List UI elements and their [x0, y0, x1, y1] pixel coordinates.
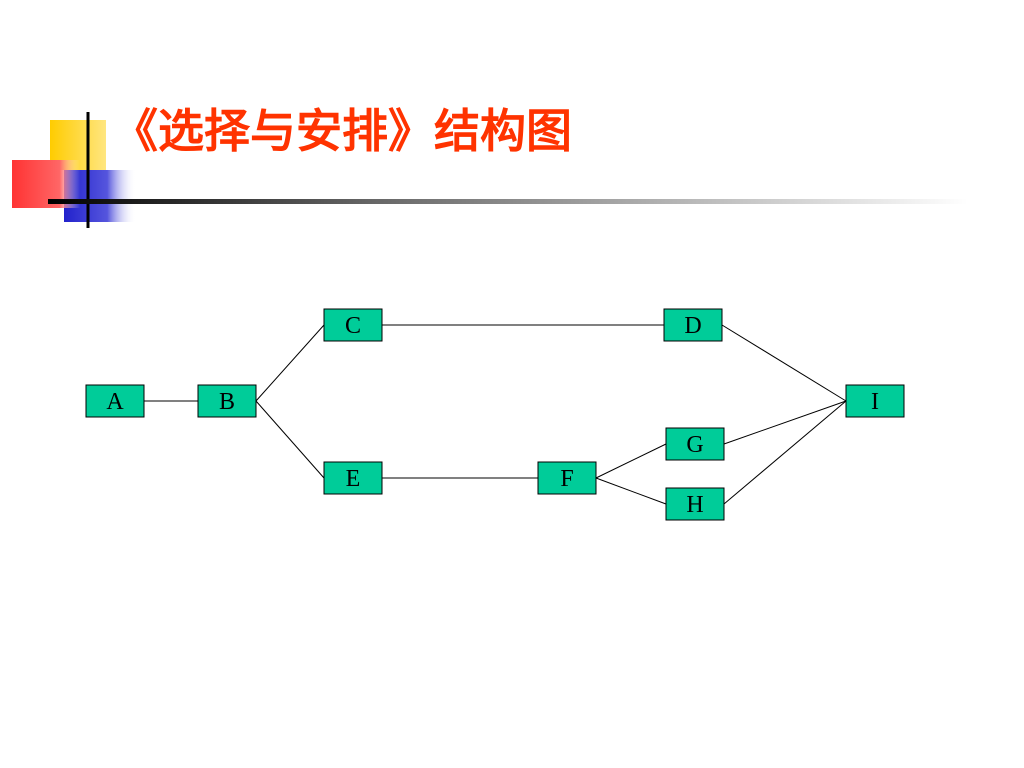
node-i: I [845, 384, 905, 418]
node-label: C [345, 313, 361, 339]
slide-title: 《选择与安排》结构图 [112, 104, 572, 158]
node-label: E [346, 466, 361, 492]
node-e: E [323, 461, 383, 495]
edge-h-i [723, 400, 847, 505]
node-box [197, 384, 257, 418]
node-label: I [871, 389, 879, 415]
nodes-layer: A B C D E F G H I [85, 308, 905, 521]
node-a: A [85, 384, 145, 418]
edge-f-g [595, 443, 667, 479]
node-box [665, 487, 725, 521]
node-c: C [323, 308, 383, 342]
edge-b-e [255, 400, 325, 479]
node-g: G [665, 427, 725, 461]
edge-g-i [723, 400, 847, 445]
node-box [323, 461, 383, 495]
node-box [323, 308, 383, 342]
node-label: H [686, 492, 703, 518]
node-b: B [197, 384, 257, 418]
node-label: G [686, 432, 703, 458]
node-label: B [219, 389, 235, 415]
node-box [665, 427, 725, 461]
node-label: A [106, 389, 124, 415]
node-f: F [537, 461, 597, 495]
node-d: D [663, 308, 723, 342]
node-label: F [560, 466, 573, 492]
corner-decoration [12, 112, 136, 228]
node-box [845, 384, 905, 418]
node-box [85, 384, 145, 418]
title-underline [48, 199, 968, 204]
node-box [663, 308, 723, 342]
edge-f-h [595, 477, 667, 505]
node-label: D [684, 313, 701, 339]
node-box [537, 461, 597, 495]
edge-d-i [721, 324, 847, 402]
node-h: H [665, 487, 725, 521]
edge-b-c [255, 324, 325, 402]
edges-layer [144, 324, 847, 505]
